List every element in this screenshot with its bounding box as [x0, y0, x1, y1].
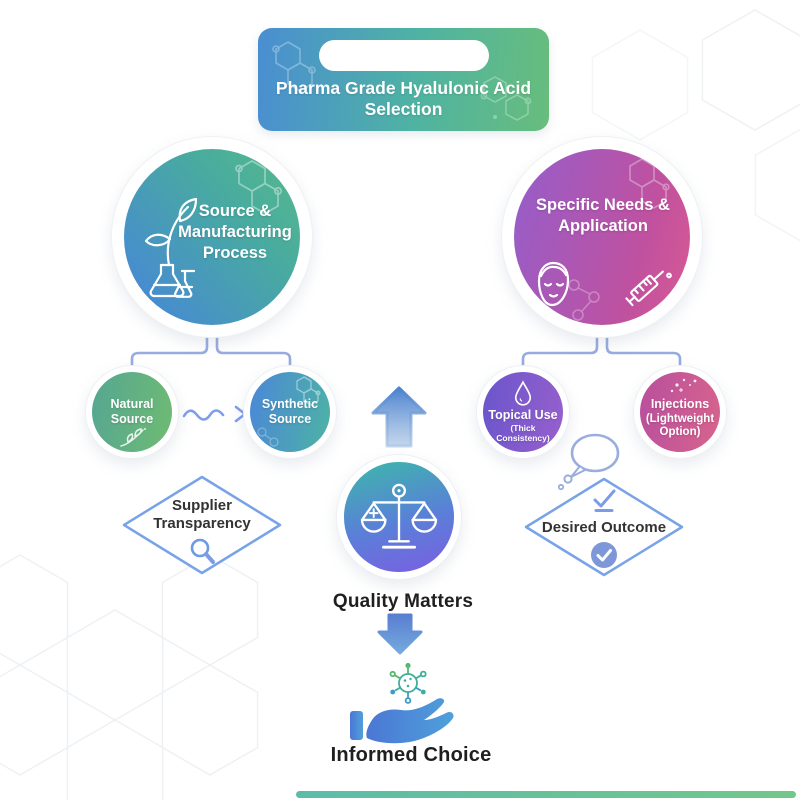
leaf-flask-icon	[144, 197, 198, 298]
needs-node-label: Specific Needs & Application	[536, 196, 670, 235]
molecule-decoration	[296, 375, 324, 406]
branch-connectors	[130, 332, 682, 368]
desired-outcome-label: Desired Outcome	[541, 519, 667, 536]
magnifier-icon	[190, 538, 215, 564]
topical-use-sublabel: (Thick Consistency)	[496, 423, 550, 444]
balance-scale-icon	[360, 483, 438, 549]
topical-use-node: Topical Use (Thick Consistency)	[477, 366, 569, 458]
molecule-icon	[389, 662, 427, 704]
down-arrow-icon	[377, 613, 423, 655]
sparkle-icon	[670, 378, 696, 392]
synthetic-source-label: Synthetic Source	[261, 397, 319, 426]
specific-needs-node: Specific Needs & Application	[502, 137, 702, 337]
droplet-icon	[514, 379, 532, 406]
check-underline-icon	[593, 489, 616, 512]
supplier-transparency-label: Supplier Transparency	[153, 497, 251, 532]
plant-sprig-icon	[119, 428, 146, 448]
page-title-line1: Pharma Grade Hyalulonic Acid	[275, 78, 532, 98]
quality-matters-label: Quality Matters	[332, 591, 474, 612]
molecule-decoration	[256, 427, 279, 448]
informed-choice-label: Informed Choice	[330, 744, 492, 766]
page-title-line2: Selection	[364, 99, 443, 119]
natural-source-label: Natural Source	[110, 397, 154, 426]
syringe-icon	[625, 270, 672, 307]
quality-matters-node	[337, 455, 461, 579]
molecule-decoration	[629, 158, 675, 209]
hand-icon	[350, 698, 454, 744]
face-icon	[537, 261, 570, 307]
injections-node: Injections (Lightweight Option)	[634, 366, 726, 458]
synthetic-source-node: Synthetic Source	[244, 366, 336, 458]
page-title: Pharma Grade Hyalulonic Acid Selection	[264, 78, 544, 120]
molecule-decoration	[568, 279, 600, 321]
supplier-transparency-diamond	[122, 475, 282, 575]
natural-source-node: Natural Source	[86, 366, 178, 458]
topical-use-label: Topical Use	[488, 407, 558, 422]
source-node-label: Source & Manufacturing Process	[178, 202, 292, 262]
header-banner: Pharma Grade Hyalulonic Acid Selection	[258, 28, 549, 131]
check-circle-icon	[591, 542, 617, 568]
source-manufacturing-node: Source & Manufacturing Process	[112, 137, 312, 337]
molecule-decoration	[235, 160, 287, 215]
bottom-accent-bar	[296, 791, 796, 798]
banner-blank-pill	[318, 40, 489, 71]
injections-sublabel: (Lightweight Option)	[645, 412, 715, 438]
wavy-arrow-icon	[182, 405, 248, 423]
injections-label: Injections	[650, 397, 710, 412]
molecule-decoration	[480, 76, 532, 121]
molecule-decoration	[272, 41, 325, 92]
thought-bubble-icon	[557, 433, 620, 491]
desired-outcome-diamond	[524, 477, 684, 577]
up-arrow-icon	[371, 386, 427, 448]
